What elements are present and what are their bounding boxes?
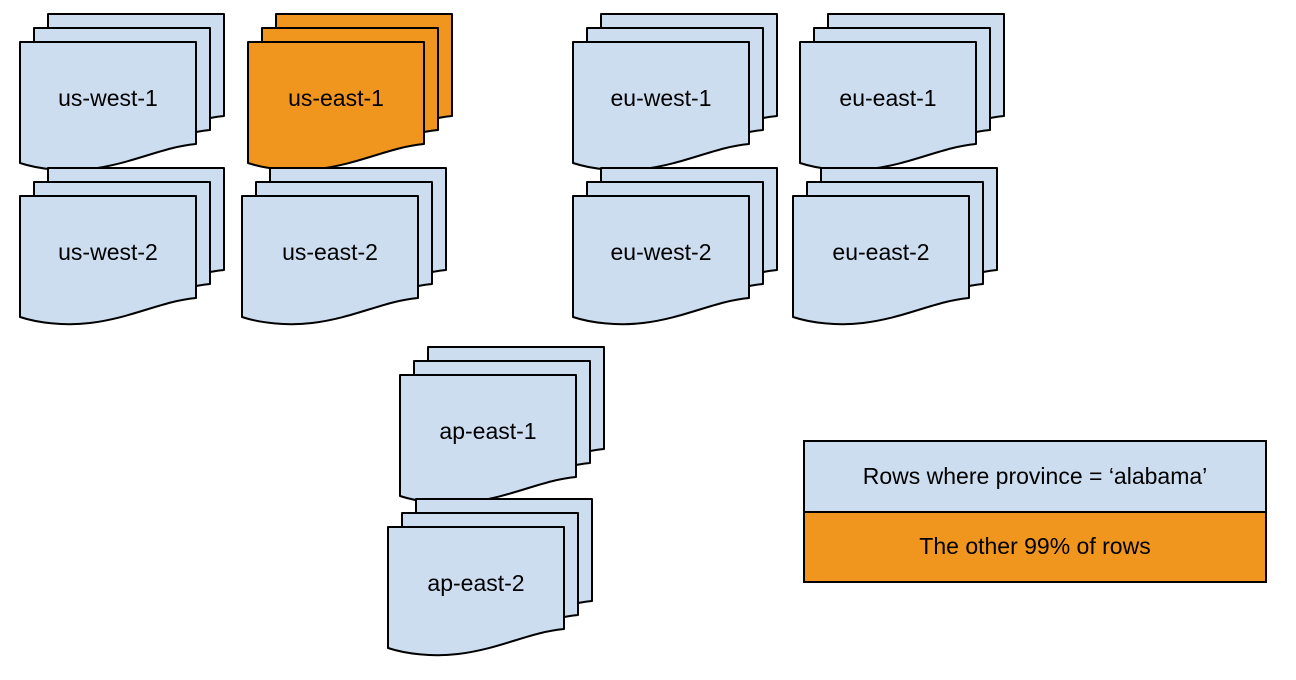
region-stack-ap-east-1: ap-east-1	[399, 346, 606, 507]
region-stack-eu-east-2: eu-east-2	[792, 167, 999, 328]
legend-item-label: The other 99% of rows	[919, 533, 1151, 560]
document-stack-icon	[572, 13, 778, 172]
legend-item-label: Rows where province = ‘alabama’	[862, 462, 1208, 489]
document-stack-icon	[19, 13, 225, 172]
region-stack-us-east-2: us-east-2	[241, 167, 448, 328]
document-stack-icon	[387, 498, 593, 657]
region-stack-eu-west-2: eu-west-2	[572, 167, 779, 328]
region-stack-us-west-1: us-west-1	[19, 13, 226, 174]
region-stack-eu-east-1: eu-east-1	[799, 13, 1006, 174]
region-stack-ap-east-2: ap-east-2	[387, 498, 594, 659]
region-stack-us-east-1: us-east-1	[247, 13, 454, 174]
document-stack-icon	[799, 13, 1005, 172]
document-stack-icon	[792, 167, 998, 326]
region-stack-us-west-2: us-west-2	[19, 167, 226, 328]
legend-item-other-rows: The other 99% of rows	[805, 510, 1265, 581]
legend: Rows where province = ‘alabama’ The othe…	[803, 440, 1267, 583]
region-stack-eu-west-1: eu-west-1	[572, 13, 779, 174]
document-stack-icon	[19, 167, 225, 326]
document-stack-icon	[399, 346, 605, 505]
document-stack-icon	[247, 13, 453, 172]
legend-item-alabama-rows: Rows where province = ‘alabama’	[805, 442, 1265, 511]
document-stack-icon	[241, 167, 447, 326]
document-stack-icon	[572, 167, 778, 326]
